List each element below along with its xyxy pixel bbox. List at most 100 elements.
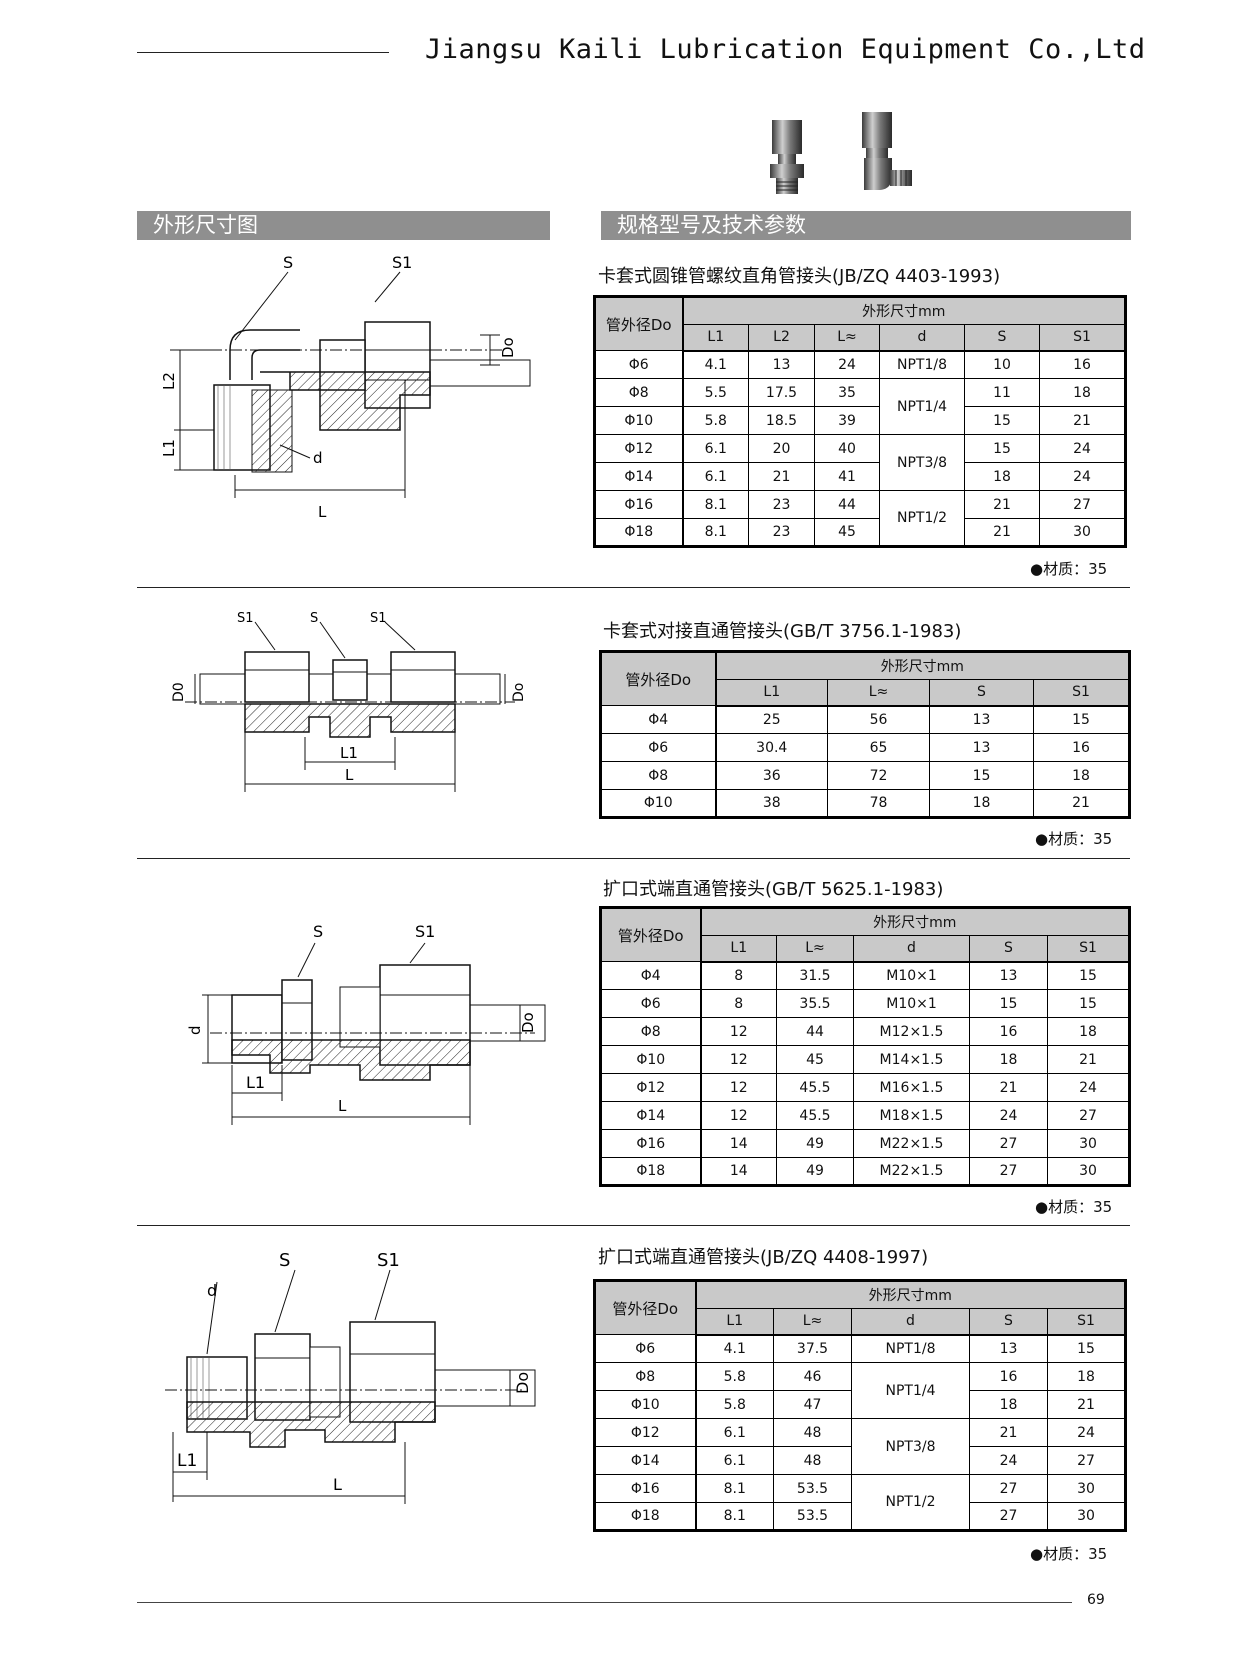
label-l1: L1 — [340, 744, 358, 762]
col-header: L1 — [695, 1308, 774, 1336]
col-header: L1 — [682, 324, 749, 352]
label-do: Do — [519, 1012, 537, 1033]
label-l: L — [338, 1097, 347, 1115]
label-l2: L2 — [160, 372, 178, 390]
col-header: L2 — [748, 324, 815, 352]
label-s1-left: S1 — [237, 611, 254, 626]
label-s: S — [279, 1250, 290, 1271]
drawing-elbow-connector: S S1 L2 L1 d L Do — [160, 253, 531, 521]
label-d0: D0 — [171, 682, 187, 702]
section2-title: 卡套式对接直通管接头(GB/T 3756.1-1983) — [603, 621, 962, 642]
col-header: S — [929, 679, 1034, 707]
col-header: L1 — [700, 935, 777, 963]
header-rule — [137, 52, 389, 53]
col-header: L≈ — [814, 324, 880, 352]
label-s: S — [313, 922, 323, 941]
dims-header: 外形尺寸mm — [682, 296, 1126, 325]
product-photos — [770, 112, 912, 194]
section4-title: 扩口式端直通管接头(JB/ZQ 4408-1997) — [598, 1247, 929, 1268]
label-do: Do — [513, 1372, 532, 1394]
label-l: L — [318, 503, 327, 521]
col-header: S — [969, 935, 1048, 963]
drawing-union-connector: S1 S S1 D0 Do L1 L — [171, 611, 527, 792]
band-specifications: 规格型号及技术参数 — [601, 211, 1131, 240]
col-header: L≈ — [827, 679, 930, 707]
col-header: S1 — [1032, 679, 1131, 707]
section1-material: ●材质：35 — [1030, 560, 1108, 578]
label-l1: L1 — [177, 1451, 197, 1471]
col-header: L≈ — [773, 1308, 852, 1336]
section3-title: 扩口式端直通管接头(GB/T 5625.1-1983) — [603, 879, 944, 900]
od-header: 管外径Do — [594, 1280, 697, 1335]
page-number: 69 — [1087, 1592, 1105, 1608]
drawing-npt-straight-connector: S S1 d Do L1 L — [165, 1250, 536, 1504]
label-d: d — [207, 1281, 217, 1300]
label-s1: S1 — [377, 1250, 400, 1271]
col-header: S — [969, 1308, 1048, 1336]
dims-header: 外形尺寸mm — [695, 1280, 1126, 1309]
label-s1-right: S1 — [370, 611, 387, 626]
od-header: 管外径Do — [600, 907, 702, 962]
section1-title: 卡套式圆锥管螺纹直角管接头(JB/ZQ 4403-1993) — [598, 266, 1001, 287]
label-s: S — [283, 253, 293, 272]
label-l: L — [333, 1475, 342, 1494]
col-header: S1 — [1047, 935, 1130, 963]
label-s: S — [310, 611, 318, 626]
section-divider — [137, 587, 1130, 588]
straight-fitting-photo — [770, 120, 804, 194]
col-header: L≈ — [776, 935, 854, 963]
elbow-fitting-photo — [862, 112, 912, 190]
section-divider — [137, 1225, 1130, 1226]
drawing-flared-straight-connector: S S1 d Do L1 L — [186, 922, 546, 1125]
od-header: 管外径Do — [594, 296, 684, 351]
label-d: d — [313, 449, 323, 467]
od-header: 管外径Do — [600, 651, 717, 706]
dims-header: 外形尺寸mm — [700, 907, 1130, 936]
band-outline-drawing: 外形尺寸图 — [137, 211, 550, 240]
label-d: d — [186, 1025, 204, 1035]
section4-material: ●材质：35 — [1030, 1545, 1108, 1563]
label-s1: S1 — [392, 253, 412, 272]
col-header: d — [879, 324, 965, 352]
col-header: S — [964, 324, 1040, 352]
label-l1: L1 — [246, 1073, 265, 1092]
section-divider — [137, 858, 1130, 859]
dims-header: 外形尺寸mm — [714, 651, 1131, 680]
col-header: S1 — [1047, 1308, 1126, 1336]
label-l1: L1 — [160, 439, 178, 457]
col-header: L1 — [715, 679, 828, 707]
label-do: Do — [499, 337, 517, 358]
footer-rule — [137, 1602, 1072, 1603]
label-do: Do — [511, 683, 527, 702]
col-header: S1 — [1039, 324, 1126, 352]
label-s1: S1 — [415, 922, 435, 941]
